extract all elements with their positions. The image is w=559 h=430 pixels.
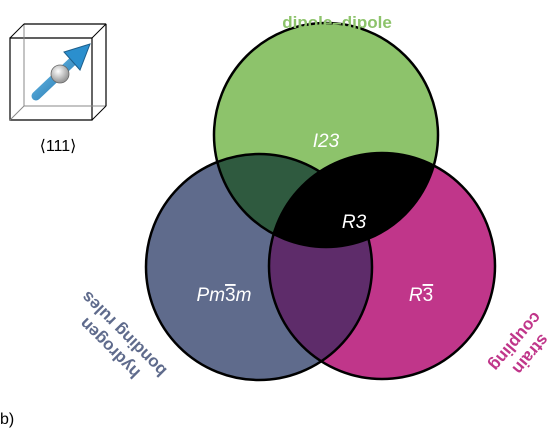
direction-label: ⟨111⟩ — [40, 138, 77, 155]
strain-region-label: R3 — [409, 285, 433, 306]
triple-region-label: R3 — [342, 212, 367, 233]
arrow-icon — [31, 43, 91, 101]
dipole-region-label: I23 — [313, 131, 340, 152]
cube-icon — [9, 23, 107, 121]
dipole-title: dipole–dipole — [282, 13, 392, 32]
panel-label: b) — [0, 411, 14, 428]
hydrogen-region-label: Pm3m — [197, 285, 252, 306]
